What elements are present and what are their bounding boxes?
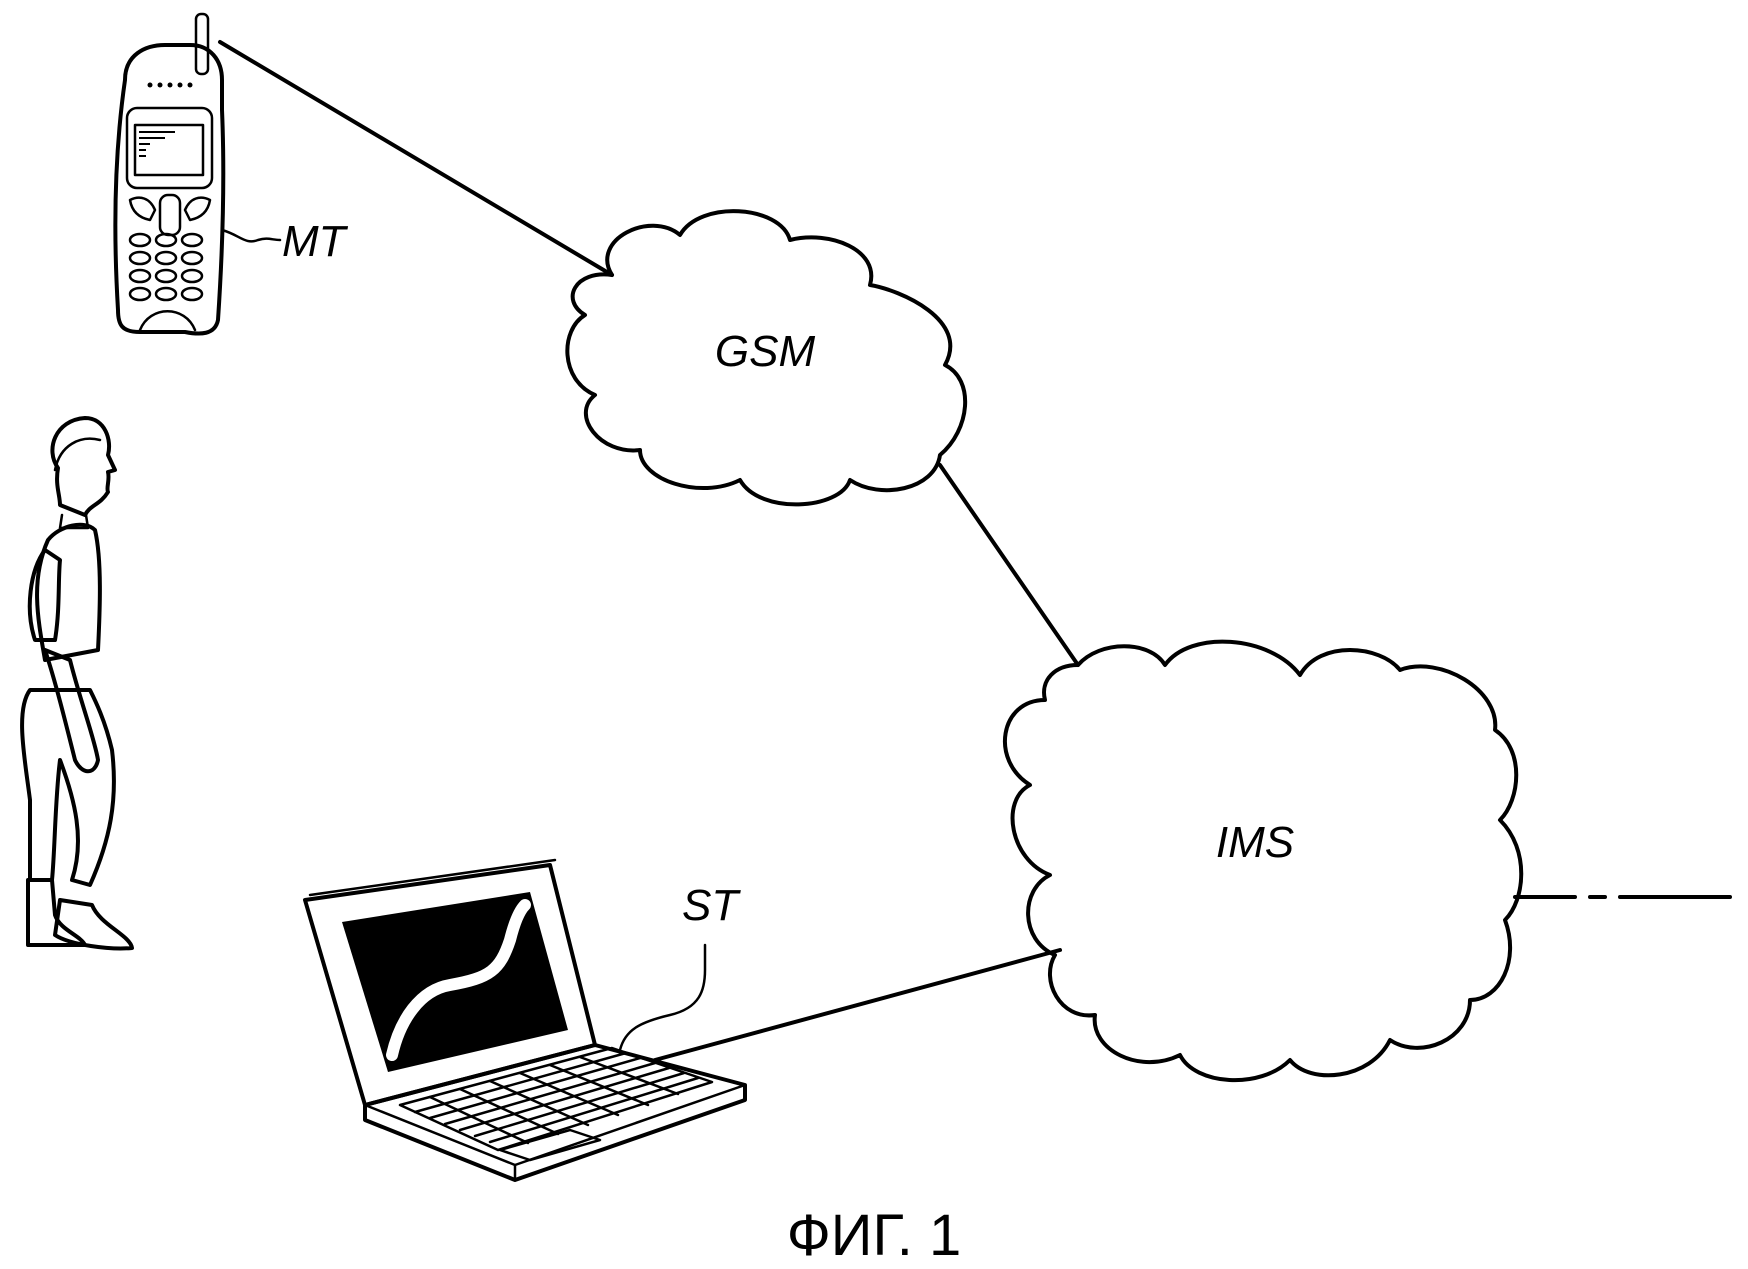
- mobile-phone: MT: [113, 12, 349, 336]
- laptop: ST: [303, 858, 747, 1182]
- link-gsm-ims: [938, 463, 1080, 667]
- st-label: ST: [682, 881, 741, 930]
- mt-label: MT: [282, 217, 349, 266]
- gsm-cloud: GSM: [565, 209, 967, 507]
- person-figure: [20, 416, 134, 951]
- link-st-ims: [653, 948, 1062, 1062]
- link-mt-gsm: [218, 40, 614, 277]
- ims-label: IMS: [1216, 818, 1294, 867]
- ims-cloud: IMS: [1003, 639, 1524, 1082]
- connection-lines: [218, 40, 1732, 1062]
- figure-caption: ФИГ. 1: [787, 1203, 962, 1268]
- gsm-label: GSM: [715, 327, 816, 376]
